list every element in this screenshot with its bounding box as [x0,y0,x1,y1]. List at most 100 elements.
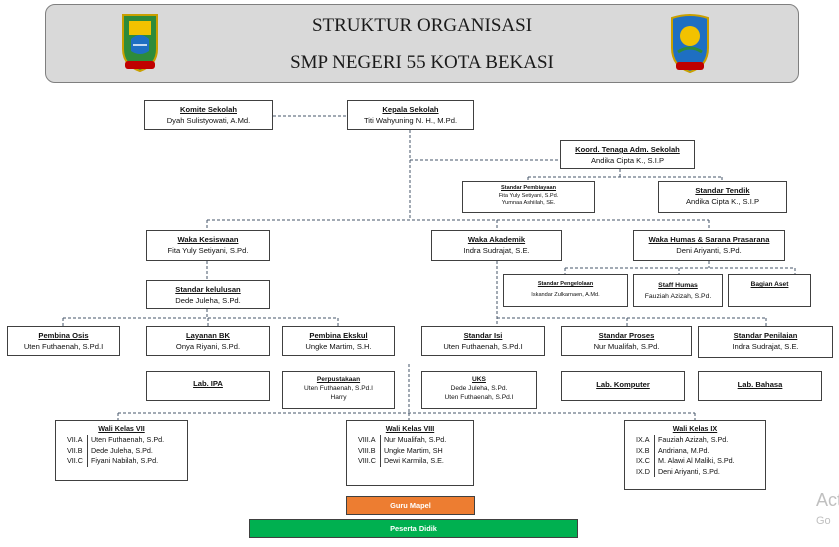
nama-cell: Andriana, M.Pd. [657,445,710,455]
box-title: Lab. IPA [193,379,223,388]
pembina-osis-box: Pembina Osis Uten Futhaenah, S.Pd.I [7,326,120,356]
box-title: Perpustakaan [316,376,361,383]
kepala-sekolah-box: Kepala Sekolah Titi Wahyuning N. H., M.P… [347,100,474,130]
box-title: Standar kelulusan [175,285,241,294]
standar-kelulusan-box: Standar kelulusan Dede Juleha, S.Pd. [146,280,270,309]
box-person: Indra Sudrajat, S.E. [732,342,799,351]
nama-cell: Deni Ariyanti, S.Pd. [657,466,720,476]
uks-box: UKS Dede Juleha, S.Pd. Uten Futhaenah, S… [421,371,537,409]
standar-tendik-box: Standar Tendik Andika Cipta K., S.I.P [658,181,787,213]
box-person: Dyah Sulistyowati, A.Md. [166,116,251,125]
box-person: Titi Wahyuning N. H., M.Pd. [363,116,458,125]
box-title: Pembina Osis [38,331,89,340]
box-title: Pembina Ekskul [309,331,368,340]
kelas-cell: IX.B [633,445,655,456]
box-title: Komite Sekolah [180,105,237,114]
nama-cell: Nur Mualifah, S.Pd. [383,435,447,444]
kelas-cell: VIII.B [355,445,381,456]
box-person: Andika Cipta K., S.I.P [590,156,665,165]
header-banner: STRUKTUR ORGANISASI SMP NEGERI 55 KOTA B… [45,4,799,83]
kelas-cell: VII.C [64,456,88,467]
layanan-bk-box: Layanan BK Onya Riyani, S.Pd. [146,326,270,356]
page-title: STRUKTUR ORGANISASI [311,15,533,36]
box-person: Deni Ariyanti, S.Pd. [676,246,742,255]
box-title: UKS [472,376,486,383]
box-title: Standar Penilaian [733,331,798,340]
box-title: Layanan BK [186,331,230,340]
box-title: Kepala Sekolah [382,105,439,114]
kota-bekasi-emblem-icon [122,14,158,73]
box-title: Bagian Aset [750,281,789,288]
koord-tenaga-adm-box: Koord. Tenaga Adm. Sekolah Andika Cipta … [560,140,695,169]
standar-isi-box: Standar Isi Uten Futhaenah, S.Pd.I [421,326,545,356]
page-subtitle: SMP NEGERI 55 KOTA BEKASI [290,52,554,73]
box-title: Lab. Komputer [596,380,650,389]
box-title: Standar Pengelolaan [537,281,594,287]
box-title: Wali Kelas IX [672,424,718,433]
box-person: Uten Futhaenah, S.Pd.I [304,385,373,392]
lab-komputer-box: Lab. Komputer [561,371,685,401]
nama-cell: Uten Futhaenah, S.Pd. [90,435,165,444]
box-title: Standar Pembiayaan [500,185,557,191]
box-title: Waka Humas & Sarana Prasarana [648,235,770,244]
waka-humas-box: Waka Humas & Sarana Prasarana Deni Ariya… [633,230,785,261]
box-person: Uten Futhaenah, S.Pd.I [444,394,514,401]
standar-pengelolaan-box: Standar Pengelolaan Iskandar Zulkarnaen,… [503,274,628,307]
nama-cell: Ungke Martim, SH [383,445,443,455]
box-person: Nur Mualifah, S.Pd. [593,342,660,351]
box-person: Dede Juleha, S.Pd. [450,385,508,392]
box-title: Wali Kelas VII [98,424,145,433]
peserta-didik-bar: Peserta Didik [249,519,578,538]
staff-humas-box: Staff Humas Fauziah Azizah, S.Pd. [633,274,723,307]
kelas-cell: VIII.C [355,456,381,467]
lab-ipa-box: Lab. IPA [146,371,270,401]
komite-sekolah-box: Komite Sekolah Dyah Sulistyowati, A.Md. [144,100,273,130]
box-title: Waka Akademik [467,235,526,244]
box-title: Koord. Tenaga Adm. Sekolah [575,145,680,154]
kelas-cell: VII.A [64,435,88,446]
waka-kesiswaan-box: Waka Kesiswaan Fita Yuly Setiyani, S.Pd. [146,230,270,261]
box-person: Harry [330,394,347,401]
box-person: Fita Yuly Setiyani, S.Pd. [167,246,249,255]
box-person: Fita Yuly Setiyani, S.Pd. [498,192,559,199]
kelas-cell: IX.A [633,435,655,446]
box-person: Onya Riyani, S.Pd. [175,342,241,351]
waka-akademik-box: Waka Akademik Indra Sudrajat, S.E. [431,230,562,261]
box-person: Ungke Martim, S.H. [305,342,372,351]
box-title: Lab. Bahasa [737,380,783,389]
standar-penilaian-box: Standar Penilaian Indra Sudrajat, S.E. [698,326,833,358]
pembina-ekskul-box: Pembina Ekskul Ungke Martim, S.H. [282,326,395,356]
box-person: Uten Futhaenah, S.Pd.I [443,342,523,351]
kelas-cell: VIII.A [355,435,381,446]
box-person: Yumnaa Ashiilah, SE. [501,200,556,206]
nama-cell: Fiyani Nabilah, S.Pd. [90,456,159,465]
standar-proses-box: Standar Proses Nur Mualifah, S.Pd. [561,326,692,356]
box-title: Standar Isi [463,331,503,340]
box-title: Waka Kesiswaan [177,235,239,244]
bagian-aset-box: Bagian Aset [728,274,811,307]
box-person: Uten Futhaenah, S.Pd.I [23,342,104,351]
box-title: Staff Humas [658,282,698,289]
box-title: Standar Proses [598,331,655,340]
nama-cell: M. Alawi Al Maliki, S.Pd. [657,456,735,465]
lab-bahasa-box: Lab. Bahasa [698,371,822,401]
box-person: Dede Juleha, S.Pd. [175,296,241,305]
box-person: Fauziah Azizah, S.Pd. [644,293,712,300]
activation-watermark-sub: Go [816,515,831,527]
